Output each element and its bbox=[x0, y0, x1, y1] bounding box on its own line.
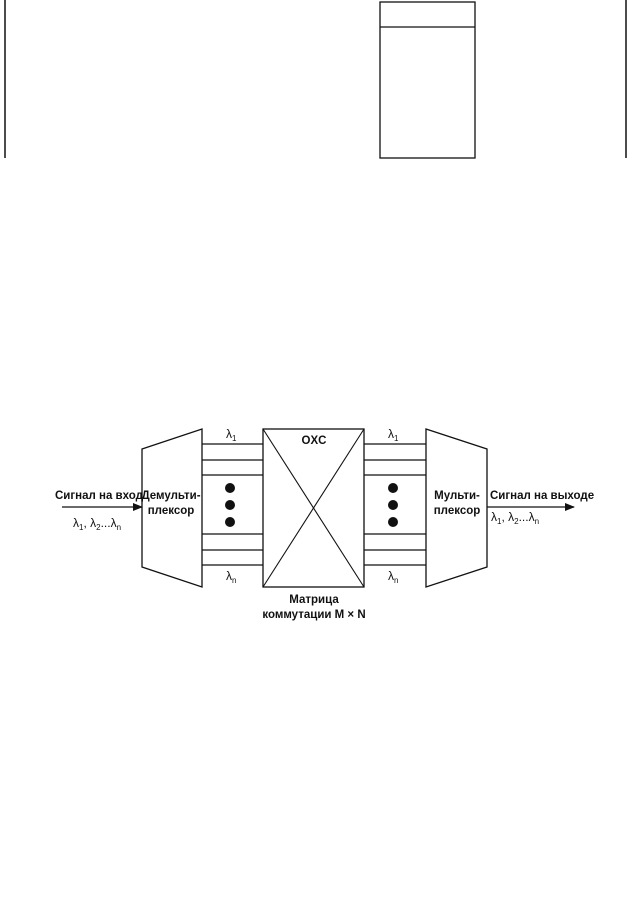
top-table-box bbox=[379, 1, 476, 159]
left-channel-lines bbox=[202, 443, 263, 566]
multiplexer-block bbox=[425, 428, 488, 588]
demultiplexer-label-line2: плексор bbox=[148, 505, 195, 517]
right-bottom-lambda: λn bbox=[388, 569, 398, 585]
output-wavelengths: λ1, λ2...λn bbox=[491, 510, 539, 526]
left-ellipsis-dots bbox=[225, 483, 235, 527]
left-bottom-lambda: λn bbox=[226, 569, 236, 585]
input-signal-label: Сигнал на входе bbox=[55, 490, 149, 502]
oxc-cross-line-b bbox=[262, 428, 365, 588]
left-top-lambda: λ1 bbox=[226, 427, 237, 443]
input-wavelengths: λ1, λ2...λn bbox=[73, 516, 121, 532]
demultiplexer-label-line1: Демульти- bbox=[141, 490, 200, 502]
oxc-label: OXC bbox=[302, 435, 327, 447]
right-top-lambda: λ1 bbox=[388, 427, 399, 443]
matrix-caption-line1: Матрица bbox=[289, 594, 339, 606]
multiplexer-label-line1: Мульти- bbox=[434, 490, 480, 502]
oxc-label-background bbox=[299, 433, 329, 447]
matrix-caption-line2: коммутации M × N bbox=[262, 609, 365, 621]
right-channel-lines bbox=[364, 443, 426, 566]
demultiplexer-block bbox=[141, 428, 203, 588]
output-signal-label: Сигнал на выходе bbox=[490, 490, 594, 502]
multiplexer-label-line2: плексор bbox=[434, 505, 481, 517]
right-ellipsis-dots bbox=[388, 483, 398, 527]
